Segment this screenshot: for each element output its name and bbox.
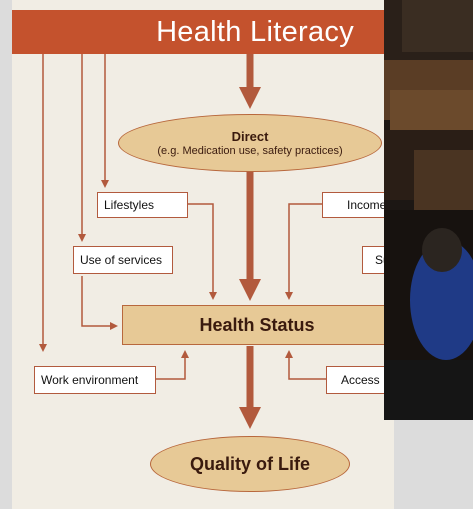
arrow-services-to-status bbox=[81, 276, 118, 330]
classroom-photo-icon bbox=[384, 0, 473, 420]
quality-of-life-label: Quality of Life bbox=[189, 453, 310, 474]
factor-lifestyles: Lifestyles bbox=[97, 192, 188, 218]
arrow-work-to-status bbox=[156, 350, 189, 380]
direct-subtitle: (e.g. Medication use, safety practices) bbox=[157, 145, 343, 157]
quality-of-life-node: Quality of Life bbox=[150, 436, 350, 492]
factor-work-environment: Work environment bbox=[34, 366, 156, 394]
arrow-access-to-status bbox=[285, 350, 326, 380]
factor-access: Access bbox=[326, 366, 392, 394]
classroom-photo bbox=[384, 0, 473, 420]
page-title: Health Literacy bbox=[156, 16, 354, 48]
factor-use-of-services: Use of services bbox=[73, 246, 173, 274]
arrow-income-to-status bbox=[285, 203, 322, 300]
health-status-node: Health Status bbox=[122, 305, 392, 345]
arrow-lifestyles-to-status bbox=[188, 203, 217, 300]
factor-income: Income bbox=[322, 192, 392, 218]
direct-node: Direct (e.g. Medication use, safety prac… bbox=[118, 114, 382, 172]
direct-title: Direct bbox=[231, 129, 269, 144]
title-bar: Health Literacy bbox=[12, 10, 384, 54]
